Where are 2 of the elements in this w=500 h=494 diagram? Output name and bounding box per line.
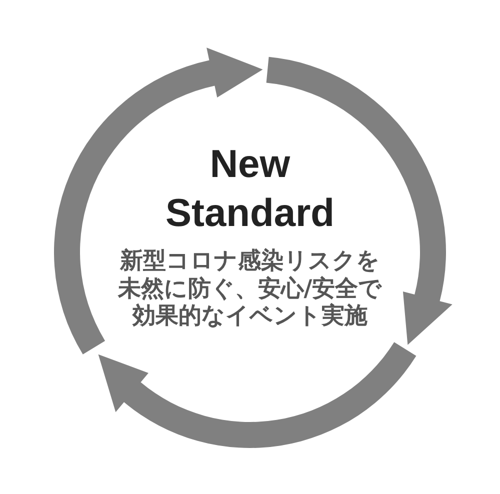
description-text: 新型コロナ感染リスクを未然に防ぐ、安心/安全で効果的なイベント実施 [116, 248, 384, 330]
title: New Standard [164, 142, 336, 237]
